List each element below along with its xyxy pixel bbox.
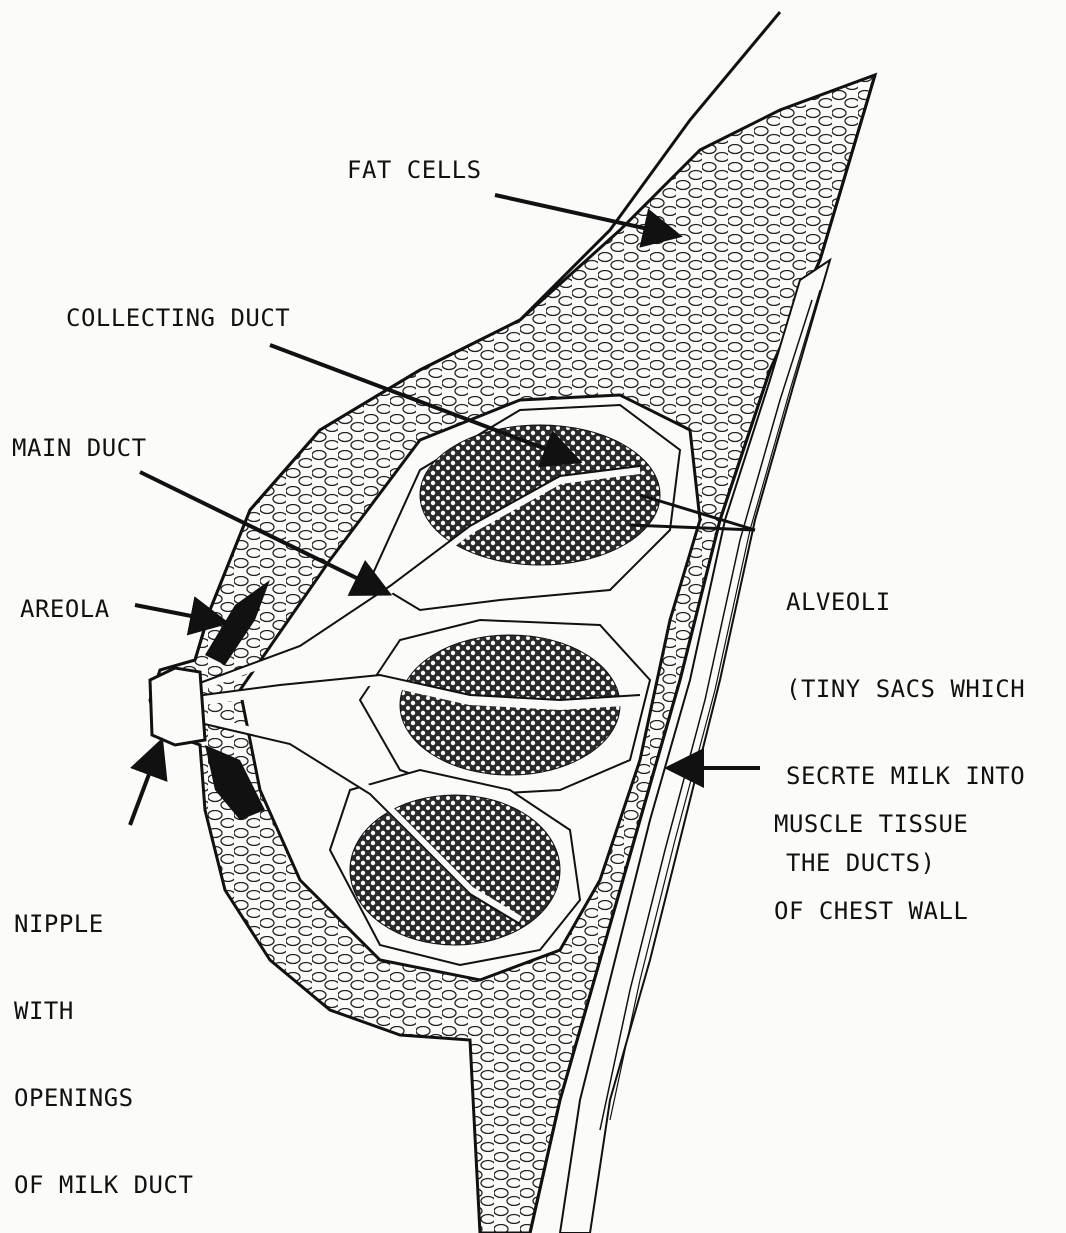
label-fat-cells: FAT CELLS: [347, 156, 482, 185]
nipple: [150, 668, 205, 745]
label-nipple-line-2: WITH: [14, 997, 193, 1026]
label-nipple-line-1: NIPPLE: [14, 910, 193, 939]
label-muscle-line-1: MUSCLE TISSUE: [774, 810, 968, 839]
label-alveoli-line-1: ALVEOLI: [786, 588, 1025, 617]
arrow-nipple: [130, 745, 160, 825]
label-muscle: MUSCLE TISSUE OF CHEST WALL: [774, 752, 968, 955]
label-nipple-line-4: OF MILK DUCT: [14, 1171, 193, 1200]
label-main-duct: MAIN DUCT: [12, 434, 147, 463]
label-muscle-line-2: OF CHEST WALL: [774, 897, 968, 926]
label-areola: AREOLA: [20, 595, 110, 624]
label-nipple-line-3: OPENINGS: [14, 1084, 193, 1113]
label-collecting-duct: COLLECTING DUCT: [66, 304, 290, 333]
label-alveoli-line-2: (TINY SACS WHICH: [786, 675, 1025, 704]
label-nipple: NIPPLE WITH OPENINGS OF MILK DUCT: [14, 852, 193, 1229]
